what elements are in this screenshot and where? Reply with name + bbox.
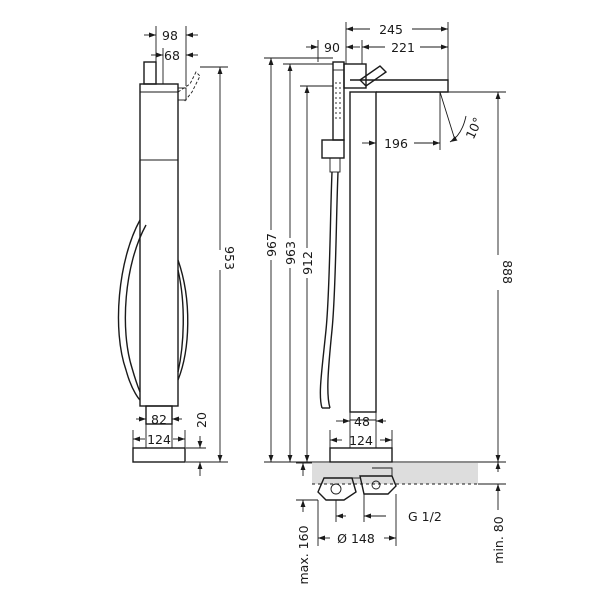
side-hose-left-inner [124, 224, 147, 393]
dim-888: 888 [500, 260, 515, 284]
dim-20: 20 [194, 412, 209, 428]
dim-196: 196 [384, 136, 408, 151]
side-hose-right-inner [177, 269, 184, 373]
side-hose-right [177, 259, 189, 381]
front-holder [321, 139, 345, 159]
side-handle [143, 61, 157, 85]
dim-68: 68 [164, 48, 180, 63]
dim-48: 48 [354, 414, 370, 429]
front-hand-shower [332, 61, 345, 141]
dim-angle: 10° [462, 115, 485, 141]
front-view: 245 90 221 967 963 912 196 10 [264, 22, 515, 463]
side-hose-left [117, 219, 141, 401]
front-column [349, 91, 377, 413]
dim-967: 967 [264, 233, 279, 257]
front-lever [358, 65, 388, 87]
dim-98: 98 [162, 28, 178, 43]
front-base-plate [329, 447, 393, 463]
connection-body-right [359, 475, 397, 495]
dim-963: 963 [283, 241, 298, 265]
dim-953: 953 [222, 246, 237, 270]
dim-dia-148: Ø 148 [337, 531, 375, 546]
dim-max-160: max. 160 [296, 525, 311, 584]
dim-124-front: 124 [349, 433, 373, 448]
front-hose [319, 171, 333, 409]
dim-g12: G 1/2 [408, 509, 442, 524]
dim-221: 221 [391, 40, 415, 55]
side-lower [145, 405, 173, 425]
dim-90: 90 [324, 40, 340, 55]
dim-82: 82 [151, 412, 167, 427]
side-column [139, 83, 179, 407]
dim-912: 912 [300, 251, 315, 275]
floor-section [312, 463, 478, 484]
dim-245: 245 [379, 22, 403, 37]
installation-view: G 1/2 Ø 148 max. 160 min. 80 [296, 462, 506, 585]
dim-min-80: min. 80 [491, 516, 506, 563]
side-holder-dashed [177, 71, 201, 103]
side-view: 98 68 953 82 124 20 [117, 26, 237, 476]
side-base-plate [132, 447, 186, 463]
front-spout [350, 79, 449, 93]
dim-124-side: 124 [147, 432, 171, 447]
